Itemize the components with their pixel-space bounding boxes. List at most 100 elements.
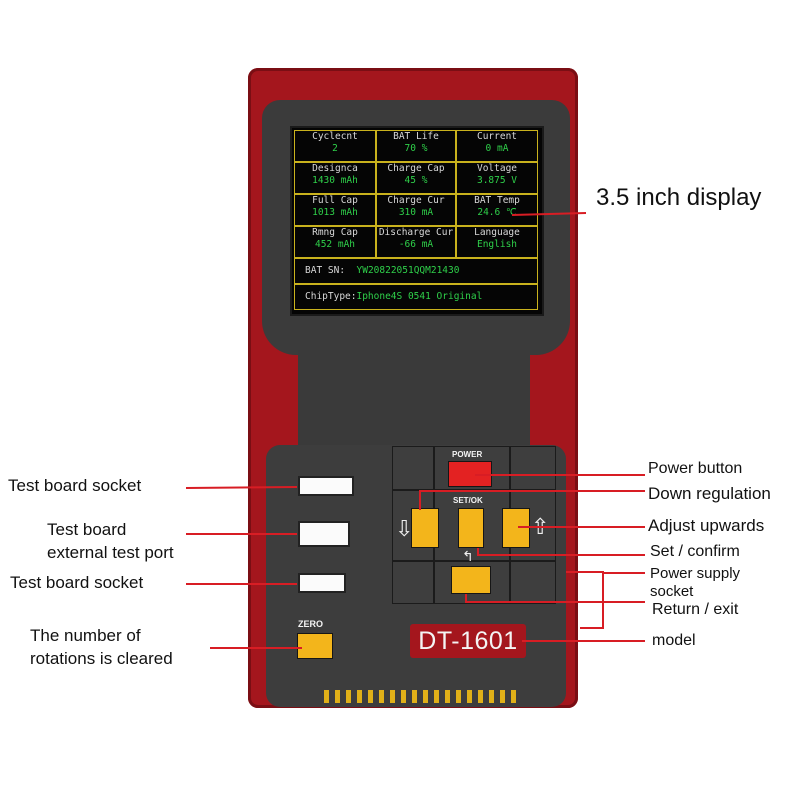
callout-socket-bottom: Test board socket bbox=[10, 573, 144, 592]
connector-pin bbox=[489, 690, 494, 703]
keypad-divider bbox=[393, 489, 555, 491]
connector-pin bbox=[511, 690, 516, 703]
callout-supply-1: Power supply bbox=[650, 565, 741, 582]
lcd-label: Voltage bbox=[476, 163, 518, 174]
chip-value: Iphone4S 0541 Original bbox=[356, 291, 483, 302]
sn-label: BAT SN: bbox=[305, 265, 346, 276]
lcd-label: BAT Temp bbox=[474, 195, 520, 206]
callout-zero-1: The number of bbox=[30, 626, 141, 645]
display-leader bbox=[511, 212, 587, 216]
lcd-label: Full Cap bbox=[312, 195, 358, 206]
connector-pin bbox=[434, 690, 439, 703]
lcd-label: Cyclecnt bbox=[312, 131, 358, 142]
lcd-label: BAT Life bbox=[393, 131, 439, 142]
power-label: POWER bbox=[452, 450, 483, 459]
callout-return: Return / exit bbox=[652, 601, 739, 618]
connector-pin bbox=[456, 690, 461, 703]
lcd-value: 2 bbox=[332, 143, 338, 154]
lcd-label: Current bbox=[476, 131, 518, 142]
connector-pin bbox=[390, 690, 395, 703]
keypad-divider bbox=[393, 560, 555, 562]
connector-pin bbox=[335, 690, 340, 703]
connector-pin bbox=[324, 690, 329, 703]
callout-display: 3.5 inch display bbox=[596, 184, 762, 211]
lcd-value: 24.6 ℃ bbox=[477, 207, 517, 218]
lcd-cell: Discharge Cur-66 mA bbox=[376, 226, 456, 258]
connector-pin bbox=[379, 690, 384, 703]
connector-pin bbox=[423, 690, 428, 703]
lcd-label: Language bbox=[474, 227, 520, 238]
connector-pin bbox=[478, 690, 483, 703]
supply-bracket bbox=[566, 571, 604, 629]
callout-external-port-2: external test port bbox=[47, 543, 174, 562]
lcd-value: 45 % bbox=[404, 175, 428, 186]
callout-supply-2: socket bbox=[650, 583, 694, 600]
lcd-label: Discharge Cur bbox=[378, 227, 454, 238]
lcd-value: 1013 mAh bbox=[312, 207, 358, 218]
return-leader bbox=[465, 594, 645, 603]
connector-pin bbox=[346, 690, 351, 703]
lcd-value: 310 mA bbox=[398, 207, 434, 218]
lcd-value: 3.875 V bbox=[476, 175, 518, 186]
connector-pin bbox=[368, 690, 373, 703]
lcd-value: 0 mA bbox=[485, 143, 509, 154]
down-leader bbox=[419, 490, 645, 510]
return-arrow-icon: ↰ bbox=[462, 548, 474, 564]
lcd-label: Charge Cur bbox=[387, 195, 445, 206]
external-test-port[interactable] bbox=[298, 521, 350, 547]
lcd-value: 452 mAh bbox=[314, 239, 356, 250]
set-ok-button[interactable] bbox=[458, 508, 484, 548]
test-board-socket-top[interactable] bbox=[298, 476, 354, 496]
device-neck bbox=[298, 350, 530, 450]
setok-label: SET/OK bbox=[453, 496, 483, 505]
lcd-label: Charge Cap bbox=[387, 163, 445, 174]
connector-pin bbox=[445, 690, 450, 703]
callout-model: model bbox=[652, 632, 696, 649]
model-badge: DT-1601 bbox=[410, 624, 526, 658]
zero-button[interactable] bbox=[297, 633, 333, 659]
return-button[interactable] bbox=[451, 566, 491, 594]
connector-pins bbox=[318, 690, 520, 704]
test-board-socket-bottom[interactable] bbox=[298, 573, 346, 593]
callout-external-port-1: Test board bbox=[47, 520, 127, 539]
sn-value: YW20822051QQM21430 bbox=[356, 265, 460, 276]
callout-down: Down regulation bbox=[648, 484, 771, 503]
lcd-chip-type: ChipType:Iphone4S 0541 Original bbox=[294, 284, 538, 310]
callout-set: Set / confirm bbox=[650, 543, 740, 560]
zero-label: ZERO bbox=[298, 619, 324, 629]
set-leader bbox=[477, 548, 645, 556]
connector-pin bbox=[401, 690, 406, 703]
connector-pin bbox=[500, 690, 505, 703]
socket-top-leader bbox=[185, 486, 298, 489]
lcd-value: 1430 mAh bbox=[312, 175, 358, 186]
lcd-value: 70 % bbox=[404, 143, 428, 154]
lcd-value: English bbox=[476, 239, 518, 250]
connector-pin bbox=[357, 690, 362, 703]
down-button[interactable] bbox=[411, 508, 439, 548]
lcd-value: -66 mA bbox=[398, 239, 434, 250]
connector-pin bbox=[467, 690, 472, 703]
arrow-down-icon: ⇩ bbox=[395, 516, 414, 541]
chip-label: ChipType: bbox=[305, 291, 357, 302]
connector-pin bbox=[412, 690, 417, 703]
callout-power: Power button bbox=[648, 460, 743, 477]
lcd-label: Rmng Cap bbox=[312, 227, 358, 238]
lcd-battery-sn: BAT SN: YW20822051QQM21430 bbox=[294, 258, 538, 284]
callout-socket-top: Test board socket bbox=[8, 476, 142, 495]
lcd-label: Designca bbox=[312, 163, 358, 174]
callout-zero-2: rotations is cleared bbox=[30, 649, 173, 668]
callout-up: Adjust upwards bbox=[648, 516, 765, 535]
